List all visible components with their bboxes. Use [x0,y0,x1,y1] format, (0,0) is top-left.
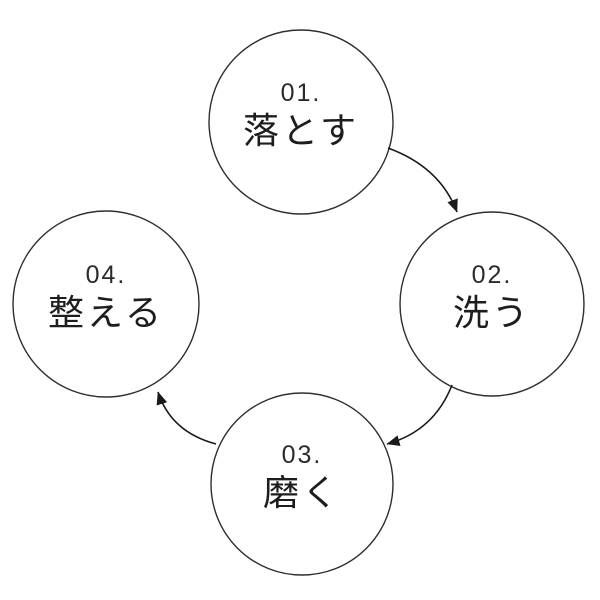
step-3: 03. 磨く [210,440,394,516]
step-2-number: 02. [471,261,513,289]
step-circle-2 [399,211,585,397]
step-3-number: 03. [281,441,323,469]
step-2-label: 洗う [452,292,531,333]
step-circle-1 [208,29,394,215]
step-circle-4 [12,210,200,398]
step-circle-3 [210,392,394,576]
step-1-label: 落とす [243,110,359,151]
step-4: 04. 整える [14,260,198,336]
step-3-label: 磨く [262,472,341,513]
arrow-step3-to-step4-icon [156,391,217,445]
step-1-number: 01. [280,79,322,107]
arrow-step2-to-step3-icon [386,384,453,446]
step-4-number: 04. [85,261,127,289]
step-1: 01. 落とす [209,78,393,154]
step-2: 02. 洗う [400,260,584,336]
step-4-label: 整える [48,292,164,333]
arrow-step1-to-step2-icon [387,147,458,213]
